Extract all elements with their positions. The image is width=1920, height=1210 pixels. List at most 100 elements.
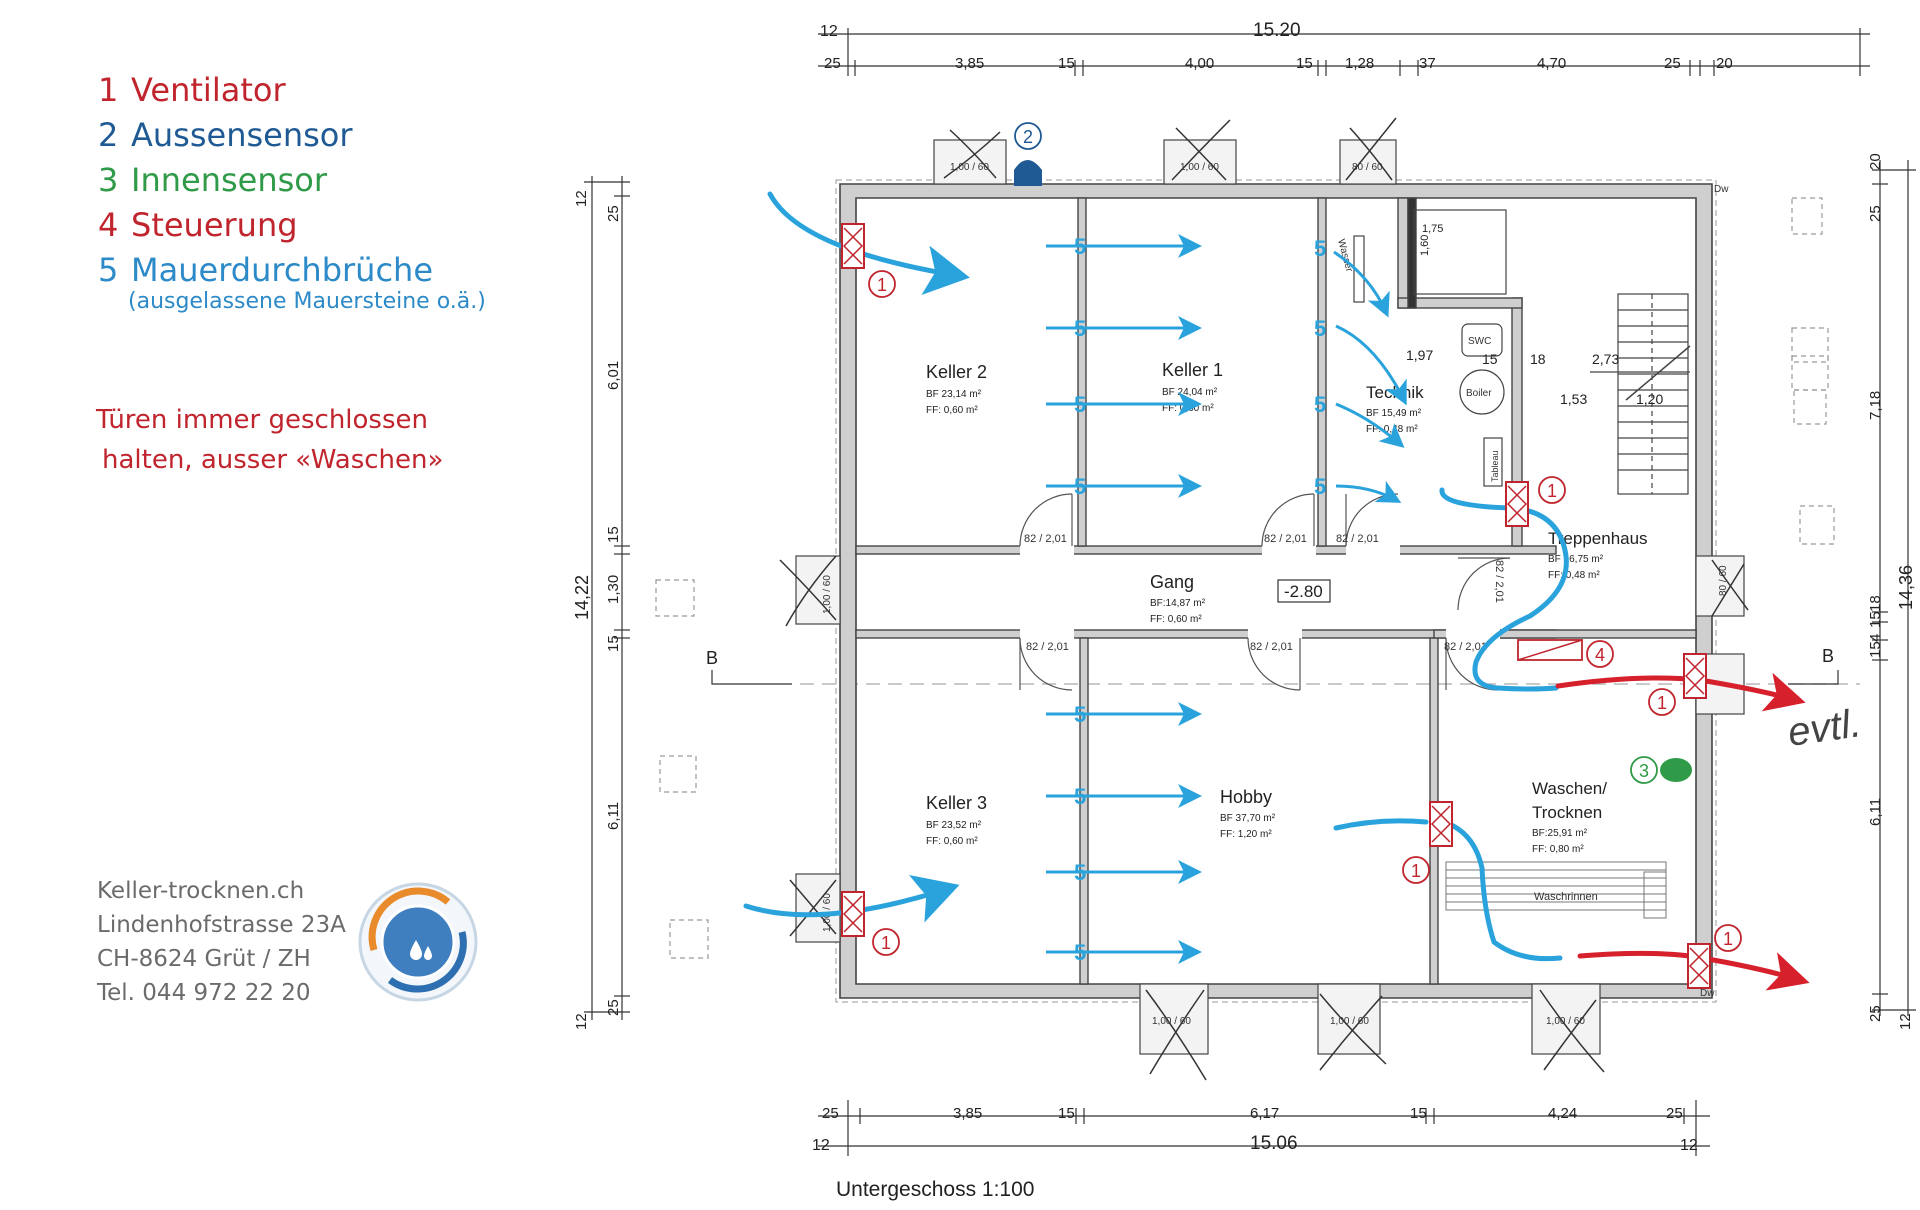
airflow-blue [743,191,1569,962]
dim-right-part: 7,18 [1867,391,1884,420]
fan-marker-label: 1 [1547,481,1557,501]
room-bf: BF 24,04 m² [1162,387,1218,398]
stair-dim: 1,53 [1560,391,1587,407]
room-bf: BF 37,70 m² [1220,813,1276,824]
fans [841,223,1711,989]
fan-markers [868,270,1742,956]
dim-left-part: 25 [605,205,622,222]
legend-number: 3 [98,161,119,199]
door-label: 82 / 2,01 [1444,641,1487,653]
legend-number: 5 [98,251,119,289]
control-unit: 4 [1517,639,1614,668]
room-name-2: Trocknen [1532,803,1602,822]
inside-sensor: 3 [1630,756,1692,784]
fan-marker-label: 1 [1411,861,1421,881]
legend-label: Steuerung [131,206,298,244]
room-keller-3: Keller 3 BF 23,52 m² FF: 0,60 m² [926,793,987,847]
dim-top-part: 15 [1058,55,1075,72]
contact-website: Keller-trocknen.ch [97,878,305,904]
room-ff: FF: 1,20 m² [1220,829,1272,840]
dim-top-total: 15.20 [1253,20,1301,41]
opening-marker: 5 [1074,860,1086,885]
wc-label: SWC [1468,336,1491,347]
room-bf: BF:14,87 m² [1150,598,1206,609]
dim-bottom-parts: 25 3,85 15 6,17 15 4,24 25 [822,1105,1683,1122]
opening-marker: 5 [1074,316,1086,341]
dim-left-part: 6,11 [605,802,622,830]
door-label: 82 / 2,01 [1024,533,1067,545]
stair-dims: 1,97 15 18 2,73 1,53 1,20 1,75 1,60 [1406,223,1663,407]
fan-keller-3 [841,891,865,937]
door-label: 82 / 2,01 [1250,641,1293,653]
dim-bottom-edge-left: 12 [812,1137,830,1154]
fan-technik [1505,481,1529,527]
room-keller-2: Keller 2 BF 23,14 m² FF: 0,60 m² [926,362,987,416]
room-bf: BF 16,75 m² [1548,554,1604,565]
handwritten-note: evtl. [1785,701,1864,755]
dim-bottom-part: 25 [1666,1105,1683,1122]
room-treppenhaus: Treppenhaus BF 16,75 m² FF: 0,48 m² [1548,529,1648,581]
window-crosses [779,117,1749,1081]
dw-label-top: Dw [1714,184,1729,195]
dim-bottom-part: 3,85 [953,1105,982,1122]
window-label: 1,00 / 60 [1180,162,1219,173]
door-label: 82 / 2,01 [1026,641,1069,653]
level-mark: -2.80 [1284,582,1323,601]
opening-marker: 5 [1314,474,1326,499]
opening-marker: 5 [1074,392,1086,417]
dim-right-parts: 20 25 7,18 15 4 18 15 6,11 25 12 [1867,153,1914,1030]
dim-top-part: 4,70 [1537,55,1566,72]
doors-warning-line: halten, ausser «Waschen» [102,445,444,475]
dim-right-part: 4 [1867,634,1884,642]
room-ff: FF: 0,60 m² [926,836,978,847]
level-mark-box [1277,579,1331,603]
company-logo [358,882,478,1002]
room-name: Keller 2 [926,362,987,382]
dim-right-part: 6,11 [1867,798,1884,826]
room-bf: BF 23,14 m² [926,389,982,400]
plan-title: Untergeschoss 1:100 [836,1178,1034,1201]
room-waschen-trocknen: Waschen/ Trocknen BF:25,91 m² FF: 0,80 m… [1532,779,1607,855]
window-label: 1,00 / 60 [1546,1016,1585,1027]
legend-label: Innensensor [131,161,328,199]
section-mark-right: B [1822,646,1834,666]
opening-marker: 5 [1074,784,1086,809]
dim-bottom-part: 15 [1410,1105,1427,1122]
dim-left-total: 14,22 [572,575,592,620]
dimension-chain-right [1872,160,1916,1016]
room-bf: BF:25,91 m² [1532,828,1588,839]
dim-left-part: 15 [605,526,622,543]
contact-phone: Tel. 044 972 22 20 [97,980,311,1006]
dim-right-part: 18 [1867,595,1884,612]
dim-left-part: 12 [573,190,590,207]
legend-number: 2 [98,116,119,154]
outer-walls [835,179,1717,1003]
inside-sensor-label: 3 [1639,761,1649,781]
fan-marker-label: 1 [877,275,887,295]
legend-label: Mauerdurchbrüche [131,251,434,289]
room-name: Gang [1150,572,1194,592]
window-label: 80 / 60 [1718,565,1729,596]
tableau-label: Tableau [1490,450,1500,482]
dim-left-part: 6,01 [605,361,622,390]
fan-marker-label: 1 [881,933,891,953]
room-keller-1: Keller 1 BF 24,04 m² FF: 0,60 m² [1162,360,1223,414]
legend-label: Ventilator [131,71,286,109]
door-label: 82 / 2,01 [1336,533,1379,545]
outside-sensor: 2 [1014,122,1042,186]
dim-left-part: 25 [605,999,622,1016]
fan-marker-label: 1 [1723,929,1733,949]
stair-dim: 2,73 [1592,351,1619,367]
opening-marker: 5 [1314,392,1326,417]
dim-bottom-part: 25 [822,1105,839,1122]
doors-warning-line: Türen immer geschlossen [96,405,428,435]
room-bf: BF 15,49 m² [1366,408,1422,419]
room-technik: Technik BF 15,49 m² FF: 0,48 m² [1366,383,1424,435]
legend-label: Aussensensor [131,116,353,154]
wash-trough [1445,861,1667,919]
room-name: Keller 1 [1162,360,1223,380]
room-name: Waschen/ [1532,779,1607,798]
waschrinne-label: Waschrinnen [1534,891,1598,903]
